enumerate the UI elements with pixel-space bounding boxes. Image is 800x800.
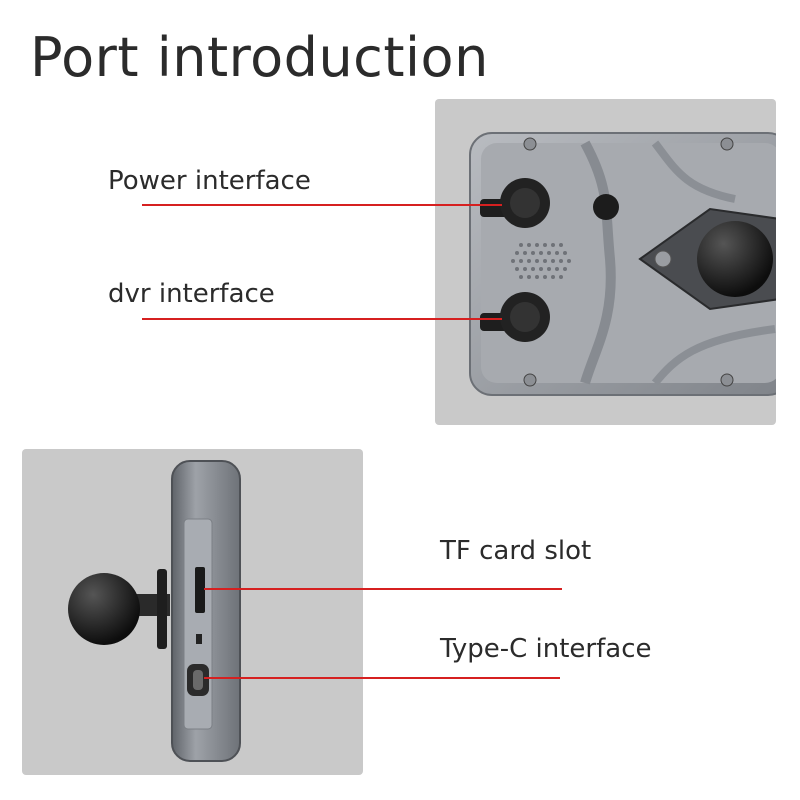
screw-icon — [720, 137, 734, 151]
indicator-icon — [196, 634, 202, 644]
body-ridge — [580, 140, 616, 385]
speaker-grille-icon — [511, 243, 571, 279]
back-view-illustration — [469, 132, 776, 396]
screw-icon — [523, 137, 537, 151]
screw-icon — [654, 250, 672, 268]
page-title: Port introduction — [30, 26, 489, 89]
tf-card-slot-leader — [204, 588, 562, 590]
device-back-panel — [481, 143, 776, 383]
power-interface-label: Power interface — [108, 166, 311, 196]
type-c-interface-leader — [204, 677, 560, 679]
mount-ball — [68, 573, 140, 645]
screw-icon — [720, 373, 734, 387]
tf-card-slot-icon — [195, 567, 205, 613]
back-view-photo — [435, 99, 776, 425]
dvr-interface-label: dvr interface — [108, 279, 275, 309]
screw-icon — [523, 373, 537, 387]
button-icon — [593, 194, 619, 220]
power-interface-leader — [142, 204, 502, 206]
side-view-illustration — [68, 460, 241, 762]
type-c-interface-label: Type-C interface — [440, 634, 652, 664]
tf-card-slot-label: TF card slot — [440, 536, 592, 566]
dvr-interface-leader — [142, 318, 502, 320]
side-panel — [183, 518, 213, 730]
side-view-photo — [22, 449, 363, 775]
mount-ball — [697, 221, 773, 297]
